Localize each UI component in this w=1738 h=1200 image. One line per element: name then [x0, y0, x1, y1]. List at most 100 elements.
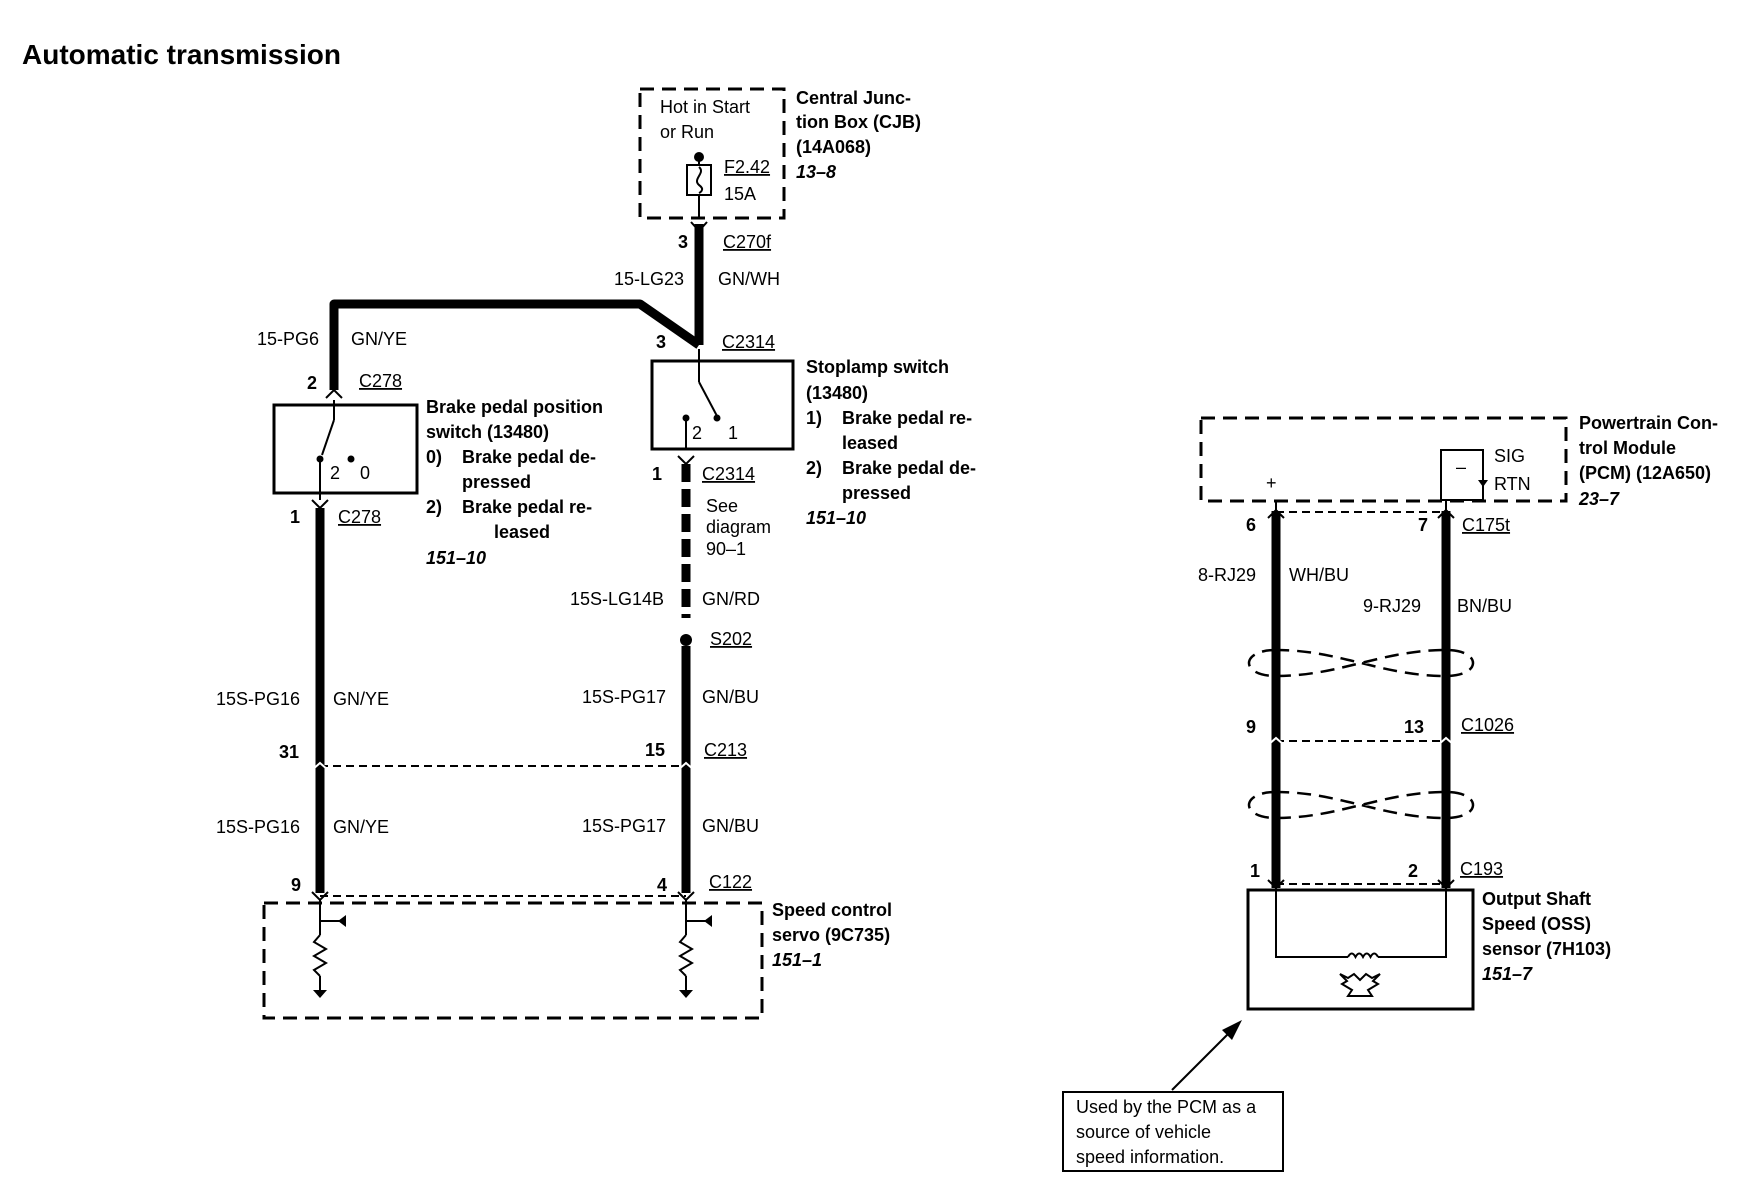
ground-icon: [1478, 480, 1488, 487]
c278-top-connector: C278: [359, 371, 402, 391]
wire-15-lg23-color: GN/WH: [718, 269, 780, 289]
bpp-ref: 151–10: [426, 548, 486, 568]
c193-pin-right: 2: [1408, 861, 1418, 881]
c2314-bottom-connector: C2314: [702, 464, 755, 484]
stoplamp-label-line1: Stoplamp switch: [806, 357, 949, 377]
c270f-pin: 3: [678, 232, 688, 252]
wire-15s-pg17b-id: 15S-PG17: [582, 816, 666, 836]
c122-pin-left: 9: [291, 875, 301, 895]
c213-pin-right: 15: [645, 740, 665, 760]
wire-15s-lg14b-id: 15S-LG14B: [570, 589, 664, 609]
twisted-pair-icon: [1247, 790, 1475, 820]
cjb-box: [638, 87, 786, 220]
stoplamp-ref: 151–10: [806, 508, 866, 528]
splice-s202: [680, 634, 692, 646]
cjb-label-line3: (14A068): [796, 137, 871, 157]
servo-label-line1: Speed control: [772, 900, 892, 920]
bpp-switch-blade: [321, 419, 335, 456]
bpp-pin-2: 2: [330, 463, 340, 483]
fuse-id: F2.42: [724, 157, 770, 177]
oss-label-line3: sensor (7H103): [1482, 939, 1611, 959]
cjb-ref: 13–8: [796, 162, 836, 182]
wire-15s-pg16a-id: 15S-PG16: [216, 689, 300, 709]
bpp-item2-line1: Brake pedal re-: [462, 497, 592, 517]
wire-15s-lg14b-color: GN/RD: [702, 589, 760, 609]
cjb-label-line1: Central Junc-: [796, 88, 911, 108]
twisted-pair-icon: [1247, 648, 1475, 678]
arrow-head-icon: [1222, 1020, 1242, 1040]
pcm-rtn: RTN: [1494, 474, 1531, 494]
connector-c270f-icon: [690, 221, 708, 233]
wire-15s-pg16a-color: GN/YE: [333, 689, 389, 709]
stoplamp-label-line2: (13480): [806, 383, 868, 403]
wire-15s-pg17a-color: GN/BU: [702, 687, 759, 707]
stoplamp-item2-line2: pressed: [842, 483, 911, 503]
stoplamp-pin-1: 1: [728, 423, 738, 443]
c122-connector: C122: [709, 872, 752, 892]
wire-15s-pg17b-color: GN/BU: [702, 816, 759, 836]
pcm-label-line1: Powertrain Con-: [1579, 413, 1718, 433]
wire-9-rj29-color: BN/BU: [1457, 596, 1512, 616]
oss-ref: 151–7: [1482, 964, 1533, 984]
c1026-pin-right: 13: [1404, 717, 1424, 737]
c2314-top-connector: C2314: [722, 332, 775, 352]
servo-right-coil-icon: [678, 900, 712, 998]
pcm-sig: SIG: [1494, 446, 1525, 466]
bpp-item2-num: 2): [426, 497, 442, 517]
splice-s202-label: S202: [710, 629, 752, 649]
see-diagram-line1: See: [706, 496, 738, 516]
oss-sensor-box: [1246, 888, 1475, 1011]
bpp-pin-0: 0: [360, 463, 370, 483]
servo-label-line2: servo (9C735): [772, 925, 890, 945]
cjb-label-line2: tion Box (CJB): [796, 112, 921, 132]
servo-left-coil-icon: [312, 900, 346, 998]
wire-15s-pg17a-id: 15S-PG17: [582, 687, 666, 707]
stoplamp-item1-line1: Brake pedal re-: [842, 408, 972, 428]
wire-8-rj29-id: 8-RJ29: [1198, 565, 1256, 585]
c193-connector: C193: [1460, 859, 1503, 879]
c278-bottom-pin: 1: [290, 507, 300, 527]
stoplamp-switch-blade: [698, 381, 718, 417]
stoplamp-item2-num: 2): [806, 458, 822, 478]
connector-c278-bottom-icon: [311, 499, 329, 510]
pcm-ref: 23–7: [1578, 489, 1620, 509]
c270f-connector: C270f: [723, 232, 772, 252]
bpp-item1-line2: pressed: [462, 472, 531, 492]
stoplamp-item2-line1: Brake pedal de-: [842, 458, 976, 478]
wire-9-rj29-id: 9-RJ29: [1363, 596, 1421, 616]
note-line2: source of vehicle: [1076, 1122, 1211, 1142]
c2314-bottom-pin: 1: [652, 464, 662, 484]
pcm-plus: +: [1266, 473, 1277, 493]
pcm-label-line2: trol Module: [1579, 438, 1676, 458]
c122-pin-right: 4: [657, 875, 667, 895]
see-diagram-line2: diagram: [706, 517, 771, 537]
bpp-label-line1: Brake pedal position: [426, 397, 603, 417]
pcm-box: [1199, 416, 1568, 503]
wire-15s-pg16b-id: 15S-PG16: [216, 817, 300, 837]
coil-icon: [1347, 952, 1379, 960]
c213-pin-left: 31: [279, 742, 299, 762]
note-line3: speed information.: [1076, 1147, 1224, 1167]
stoplamp-item1-num: 1): [806, 408, 822, 428]
pcm-minus: –: [1456, 457, 1466, 477]
stoplamp-item1-line2: leased: [842, 433, 898, 453]
c278-bottom-connector: C278: [338, 507, 381, 527]
c1026-pin-left: 9: [1246, 717, 1256, 737]
fuse-icon: [686, 164, 712, 196]
wire-15-pg6-id: 15-PG6: [257, 329, 319, 349]
c193-pin-left: 1: [1250, 861, 1260, 881]
bpp-switch-box: [272, 403, 419, 495]
wire-8-rj29-color: WH/BU: [1289, 565, 1349, 585]
connector-c278-top-icon: [325, 388, 343, 399]
cjb-hot-line1: Hot in Start: [660, 97, 750, 117]
wire-15-pg6-color: GN/YE: [351, 329, 407, 349]
fuse-amps: 15A: [724, 184, 756, 204]
stoplamp-switch-box: [650, 359, 795, 451]
see-diagram-line3: 90–1: [706, 539, 746, 559]
c213-connector: C213: [704, 740, 747, 760]
wire-15-pg6: [329, 299, 702, 390]
oss-label-line1: Output Shaft: [1482, 889, 1591, 909]
servo-box: [262, 901, 764, 1020]
c175t-pin-right: 7: [1418, 515, 1428, 535]
